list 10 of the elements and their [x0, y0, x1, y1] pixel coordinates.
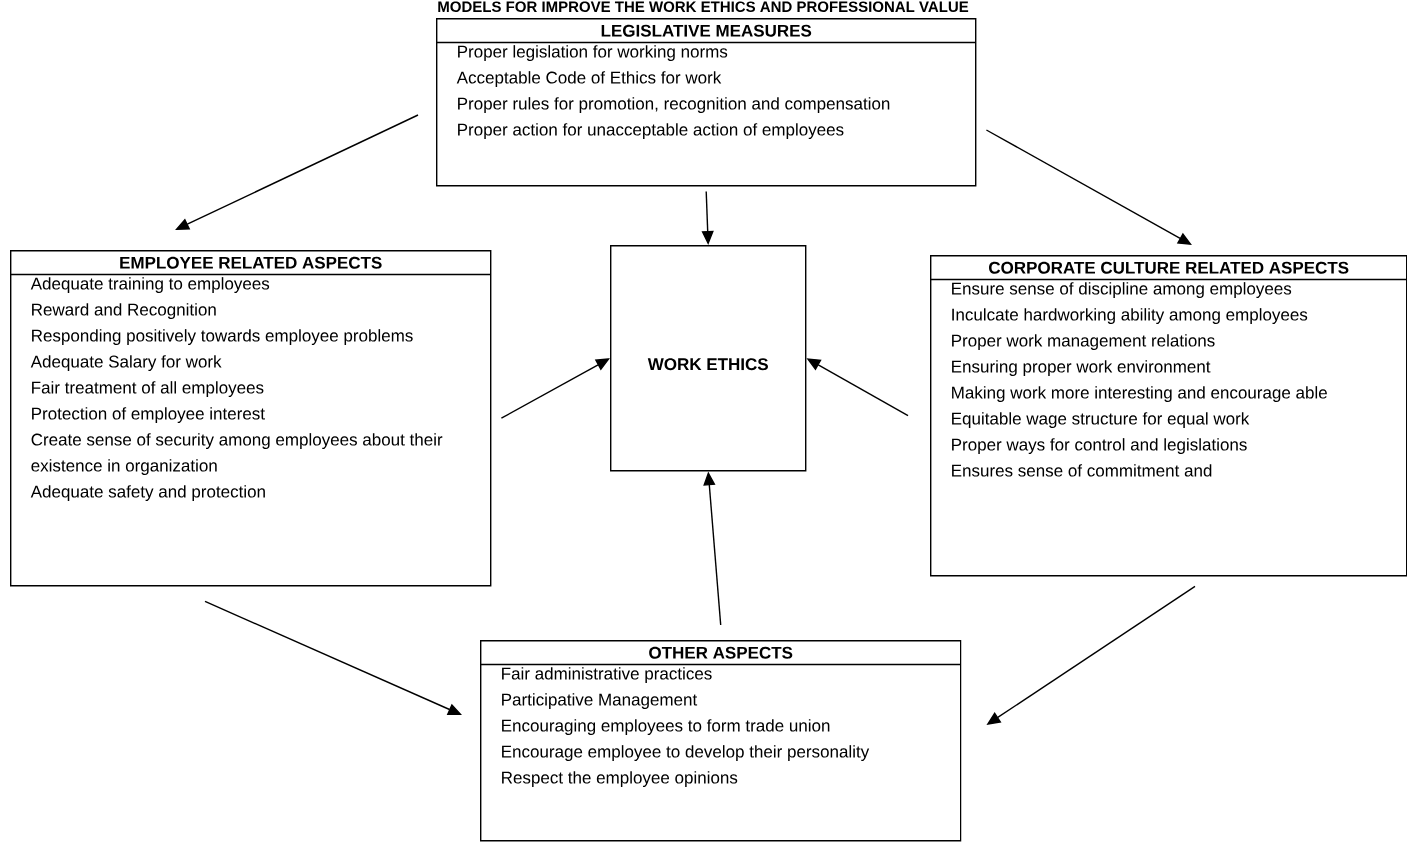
aspect-box: OTHER ASPECTS Fair administrative practices Participative Management Encouraging employees to form trade union Encourage employee to develop their personality Respect the employee opinions: [480, 640, 962, 842]
center-box: WORK ETHICS: [610, 245, 807, 472]
arrow: [985, 129, 1192, 245]
arrow: [500, 358, 610, 419]
arrow: [204, 600, 462, 715]
measures-box: LEGISLATIVE MEASURES Proper legislation for working norms Acceptable Code of Ethics for work Proper rules for promotion, recognition and compensation Proper action for unacceptable action of employees: [436, 18, 977, 187]
title: MODELS FOR IMPROVE THE WORK ETHICS AND PROFESSIONAL VALUE: [438, 1, 969, 13]
aspect-box: EMPLOYEE RELATED ASPECTS Adequate training to employees Reward and Recognition Responding positively towards employee problems Adequate Salary for work Fair treatment of all employees Protection of employee interest Create sense of security among employees about their existence in organization Adequate safety and protection: [10, 250, 492, 587]
aspect-box: CORPORATE CULTURE RELATED ASPECTS Ensure sense of discipline among employees Inculcate hardworking ability among employees Proper work management relations Ensuring proper work environment Making work more interesting and encourage able Equitable wage structure for equal work Proper ways for control and legislations Ensures sense of commitment and: [930, 255, 1407, 577]
arrow: [175, 114, 419, 230]
